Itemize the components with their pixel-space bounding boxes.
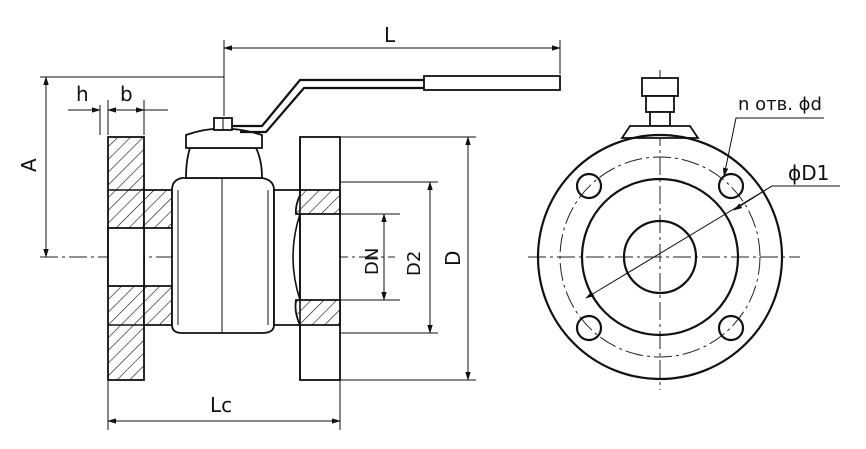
label-D: D: [441, 251, 465, 266]
front-stem: [620, 77, 700, 139]
bolt-hole-4: [717, 314, 745, 342]
bore: [622, 219, 698, 295]
bolt-holes: [575, 172, 745, 342]
left-flange: [107, 136, 173, 381]
bolt-circle: [559, 156, 761, 358]
valve-body: [171, 117, 275, 334]
label-b: b: [120, 82, 133, 106]
label-holes: n отв. ϕd: [738, 94, 822, 115]
dim-A: A: [17, 76, 224, 258]
label-DN: DN: [362, 248, 383, 275]
dim-DN: DN: [340, 213, 400, 301]
dim-h-b: h b: [68, 82, 168, 135]
label-A: A: [17, 158, 41, 172]
leader-holes: n отв. ϕd: [722, 94, 824, 177]
bolt-hole-3: [575, 314, 603, 342]
label-D1: ϕD1: [788, 161, 829, 185]
dim-L: L: [223, 23, 561, 116]
front-view: n отв. ϕd ϕD1: [528, 70, 840, 390]
label-h: h: [76, 82, 89, 106]
right-flange: [273, 136, 341, 381]
dim-D2: D2: [340, 181, 438, 334]
bolt-hole-1: [575, 172, 603, 200]
label-L: L: [384, 23, 396, 47]
bolt-hole-2: [717, 172, 745, 200]
side-view: L A h b DN: [17, 23, 561, 430]
dim-Lc: Lc: [107, 380, 341, 430]
leader-D1: ϕD1: [585, 161, 840, 299]
label-Lc: Lc: [210, 393, 232, 417]
dim-D: D: [340, 136, 476, 381]
valve-handle: [232, 75, 561, 134]
flange-outer: [536, 133, 784, 381]
label-D2: D2: [404, 251, 425, 276]
raised-face: [580, 177, 740, 337]
